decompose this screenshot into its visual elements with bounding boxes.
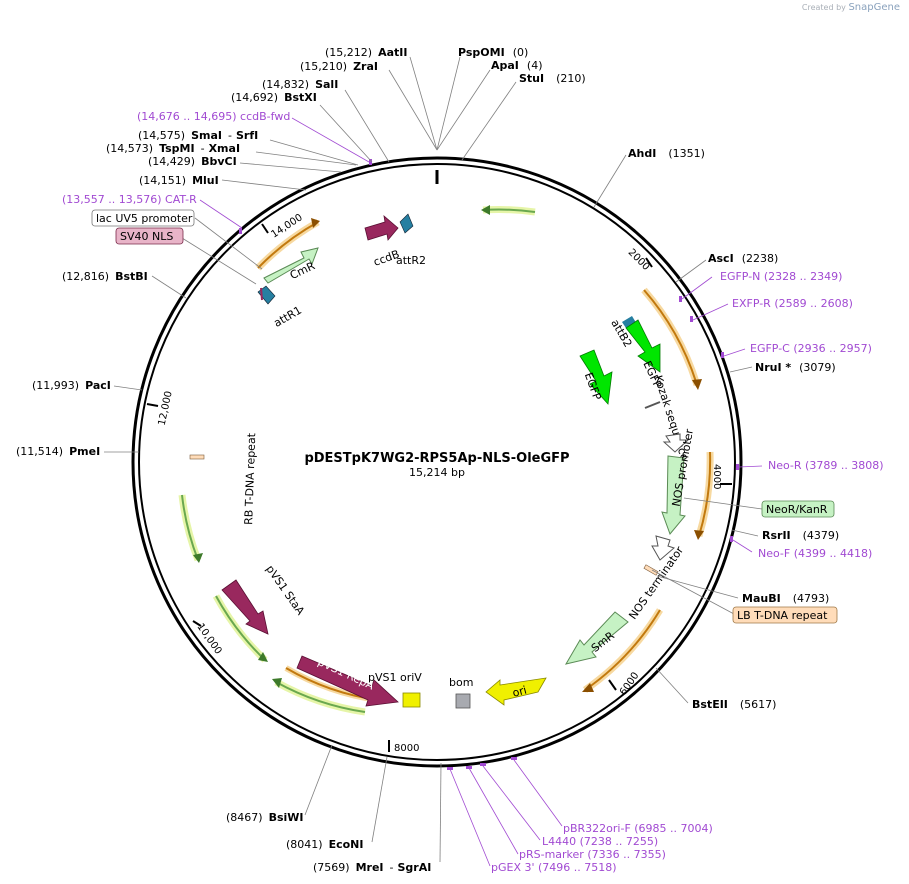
- credit-prefix: Created by: [801, 3, 846, 12]
- site-aatii: (15,212)AatII: [325, 46, 407, 59]
- smr-feature: [564, 611, 629, 665]
- sv40-nls-label: SV40 NLS: [120, 230, 173, 243]
- site-mlui: (14,151)MluI: [139, 174, 219, 187]
- backbone-outer-ring: [131, 156, 743, 768]
- arc-left-green: [178, 494, 202, 562]
- primer-ccdb-fwd: (14,676 .. 14,695) ccdB-fwd: [137, 110, 290, 123]
- lac-uv5-promoter-label: lac UV5 promoter: [96, 212, 193, 225]
- egfp-feature-inner: [579, 349, 613, 405]
- lb-tdna-feature: [643, 564, 659, 576]
- primer-cat-r: (13,557 .. 13,576) CAT-R: [62, 193, 197, 206]
- ori-label: ori: [511, 684, 528, 700]
- site-econi: (8041)EcoNI: [286, 838, 363, 851]
- site-ahdi: AhdI(1351): [628, 147, 705, 160]
- primer-pgex3: pGEX 3' (7496 .. 7518): [491, 861, 617, 874]
- site-pspomi: PspOMI(0): [458, 46, 528, 59]
- site-bsteii: BstEII(5617): [692, 698, 776, 711]
- backbone-inner-ring: [138, 163, 736, 761]
- tick-6000: [608, 679, 617, 691]
- primer-neo-f: Neo-F (4399 .. 4418): [758, 547, 872, 560]
- plasmid-name: pDESTpK7WG2-RPS5Ap-NLS-OleGFP: [304, 451, 569, 466]
- lb-tdna-label: LB T-DNA repeat: [737, 609, 828, 622]
- primer-pbr322ori-f: pBR322ori-F (6985 .. 7004): [563, 822, 713, 835]
- bom-label: bom: [449, 676, 473, 689]
- cmr-feature: [263, 247, 319, 284]
- primer-egfp-c: EGFP-C (2936 .. 2957): [750, 342, 872, 355]
- site-smai: (14,575)SmaI-SrfI: [138, 129, 258, 142]
- attr1-feature: [257, 285, 276, 305]
- site-rsrii: RsrII(4379): [762, 529, 839, 542]
- ccdb-feature: [364, 214, 399, 241]
- site-zrai: (15,210)ZraI: [300, 60, 378, 73]
- attr2-label: attR2: [396, 254, 426, 267]
- site-bstxi: (14,692)BstXI: [231, 91, 317, 104]
- rb-tdna-label: RB T-DNA repeat: [242, 432, 258, 525]
- pvs1-oriv-label: pVS1 oriV: [368, 671, 422, 684]
- attr2-feature: [399, 213, 414, 234]
- neor-feature: [661, 455, 686, 535]
- tick-2000: [645, 257, 653, 268]
- primer-markers: [239, 159, 739, 770]
- site-tspmi: (14,573)TspMI-XmaI: [106, 142, 240, 155]
- site-pmei: (11,514)PmeI: [16, 445, 100, 458]
- ori-feature: [485, 677, 547, 706]
- cmr-label: CmR: [288, 259, 317, 282]
- rb-tdna-feature: [189, 454, 205, 460]
- egfp-feature-outer: [625, 319, 661, 373]
- site-maubi: MauBI(4793): [742, 592, 829, 605]
- tick-14000: [261, 223, 269, 234]
- primer-egfp-n: EGFP-N (2328 .. 2349): [720, 270, 842, 283]
- attr1-label: attR1: [272, 304, 304, 330]
- site-nrui: NruI *(3079): [755, 361, 836, 374]
- tick-label-4000: 4000: [711, 464, 722, 489]
- pvs1-repa-feature: [296, 655, 399, 707]
- plasmid-length: 15,214 bp: [409, 466, 465, 479]
- site-stui: StuI(210): [519, 72, 586, 85]
- site-bstbi: (12,816)BstBI: [62, 270, 148, 283]
- primer-prs-marker: pRS-marker (7336 .. 7355): [519, 848, 666, 861]
- pvs1-staa-label: pVS1 StaA: [263, 563, 307, 618]
- site-apai: ApaI(4): [491, 59, 543, 72]
- neor-kanr-label: NeoR/KanR: [766, 503, 828, 516]
- site-bsiwi: (8467)BsiWI: [226, 811, 304, 824]
- primer-exfp-r: EXFP-R (2589 .. 2608): [732, 297, 853, 310]
- site-asci: AscI(2238): [708, 252, 778, 265]
- tick-label-12000: 12,000: [157, 390, 175, 427]
- site-labels: (15,212)AatII (15,210)ZraI (14,832)SalI …: [16, 46, 884, 874]
- bom-feature: [455, 693, 471, 709]
- site-paci: (11,993)PacI: [32, 379, 111, 392]
- feature-arcs: [178, 205, 714, 716]
- tick-label-6000: 6000: [618, 670, 642, 697]
- site-mrei: (7569)MreI-SgrAI: [313, 861, 431, 874]
- primer-l4440: L4440 (7238 .. 7255): [542, 835, 658, 848]
- leader-lines: [104, 56, 763, 867]
- pvs1-oriv-feature: [402, 692, 421, 708]
- tick-12000: [146, 403, 159, 407]
- pvs1-staa-feature: [221, 579, 269, 635]
- snapgene-logo: SnapGene: [848, 2, 900, 13]
- boxed-labels: lac UV5 promoter SV40 NLS NeoR/KanR LB T…: [91, 209, 838, 624]
- site-sali: (14,832)SalI: [262, 78, 338, 91]
- created-by-credit: Created by SnapGene: [802, 2, 900, 13]
- tick-10000: [192, 620, 202, 627]
- site-bbvci: (14,429)BbvCI: [148, 155, 237, 168]
- nos-promoter-feature: [662, 433, 690, 453]
- primer-neo-r: Neo-R (3789 .. 3808): [768, 459, 884, 472]
- tick-label-8000: 8000: [394, 743, 419, 754]
- nos-terminator-feature: [651, 535, 675, 561]
